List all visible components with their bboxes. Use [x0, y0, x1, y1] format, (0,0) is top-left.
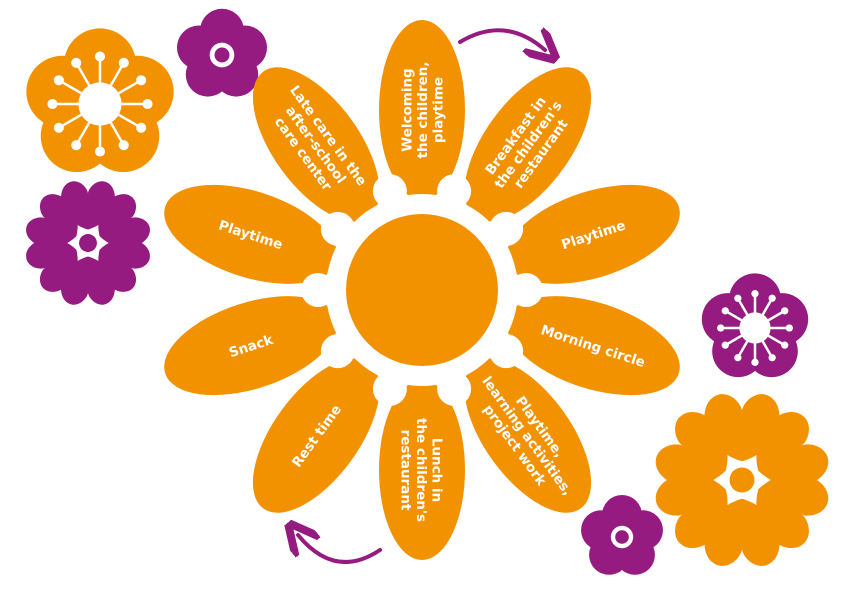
petal-shape	[252, 67, 380, 222]
petal: Snack	[164, 296, 338, 396]
orange-heart-flower-icon	[655, 394, 829, 566]
ring-bump	[489, 334, 524, 369]
petal-shape	[506, 184, 680, 284]
center-disc	[346, 214, 498, 366]
ring-bump	[437, 371, 472, 406]
petal-shape	[379, 20, 465, 200]
ring-bump	[320, 211, 355, 246]
petal-label-line: restaurant	[398, 430, 414, 511]
orange-blossom-icon	[26, 28, 174, 173]
petal: Playtime	[506, 184, 680, 284]
petal-shape	[164, 184, 338, 284]
petal-label-line: playtime	[431, 77, 447, 143]
petal-shape	[379, 380, 465, 560]
ring-bump	[301, 273, 335, 307]
petal-label-line: Lunch in	[429, 438, 445, 502]
petal: Lunch inthe children'srestaurant	[379, 380, 465, 560]
petal: Rest time	[252, 358, 380, 513]
ring-bump	[372, 371, 407, 406]
petal-shape	[464, 67, 592, 222]
petal-shape	[464, 358, 592, 513]
petal-shape	[506, 296, 680, 396]
petal-label-line: the children's	[413, 418, 429, 522]
clockwise-arrow-bottom	[298, 535, 382, 564]
petal-label: Welcomingthe children,playtime	[400, 61, 447, 158]
petal-label: Lunch inthe children'srestaurant	[398, 418, 445, 522]
petal: Morning circle	[506, 296, 680, 396]
flower-center	[301, 174, 543, 406]
petal-label-line: the children,	[415, 61, 431, 158]
ring-bump	[437, 174, 472, 209]
purple-blossom-stamen-icon	[701, 273, 809, 378]
ring-bump	[489, 211, 524, 246]
ring-bump	[372, 174, 407, 209]
purple-heart-flower-icon	[26, 181, 150, 305]
petal-label-line: Welcoming	[400, 68, 416, 151]
petal: Playtime	[164, 184, 338, 284]
petal-shape	[164, 296, 338, 396]
purple-small-blossom-icon	[581, 495, 663, 575]
clockwise-arrow-top	[458, 30, 545, 50]
ring-bump	[509, 273, 543, 307]
purple-blossom-icon	[176, 8, 268, 97]
ring-bump	[320, 334, 355, 369]
petal-shape	[252, 358, 380, 513]
petal: Welcomingthe children,playtime	[379, 20, 465, 200]
